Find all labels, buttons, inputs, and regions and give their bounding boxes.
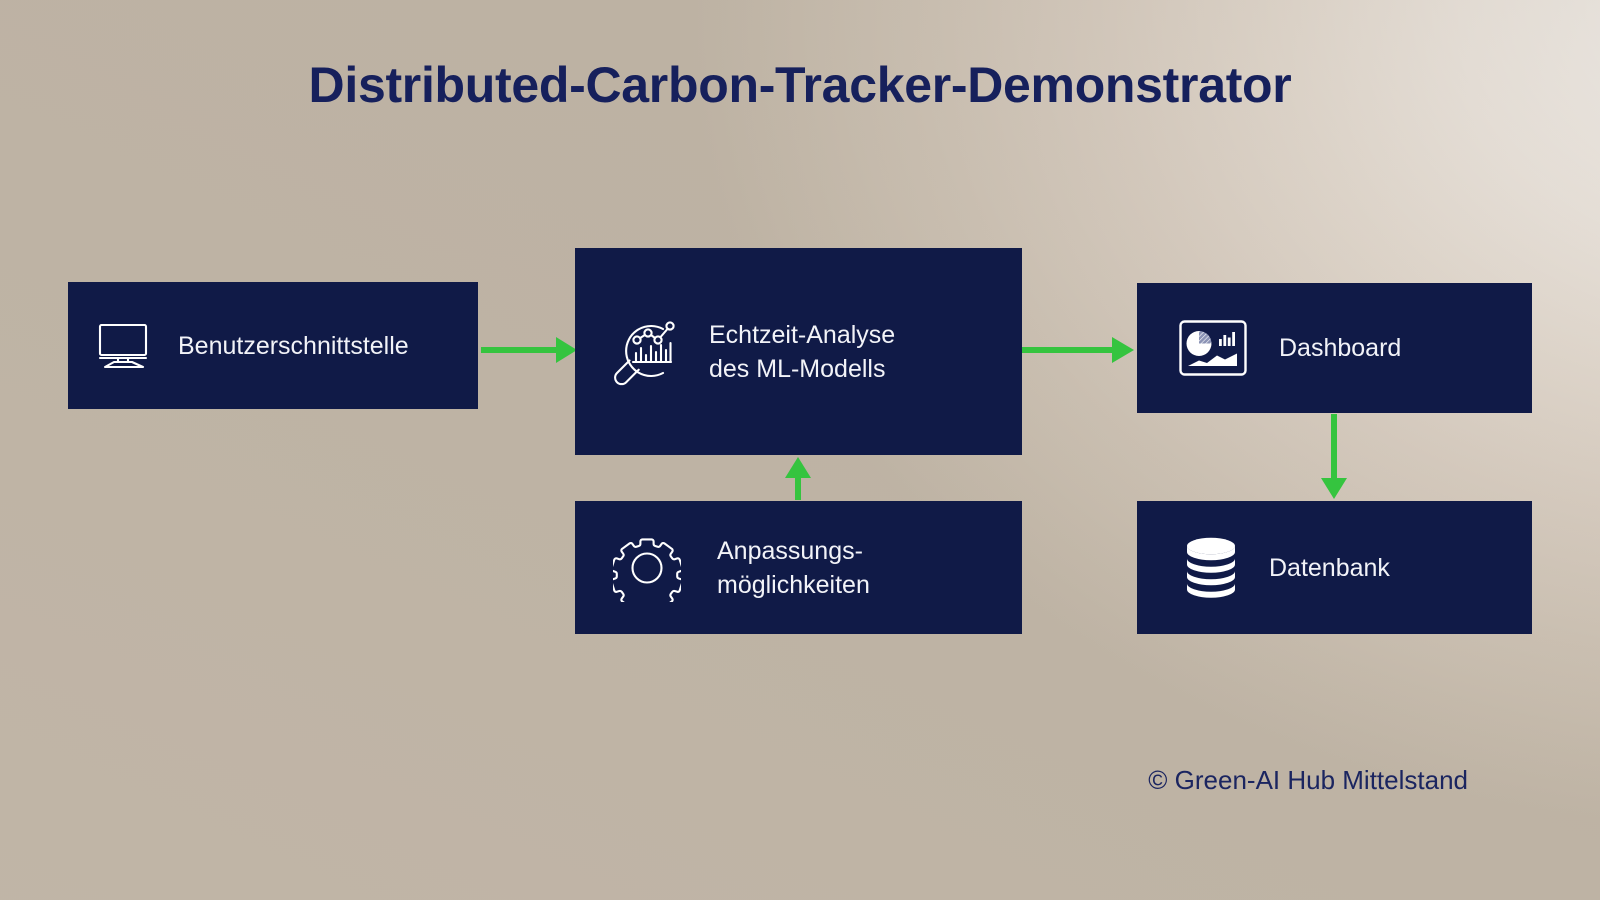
node-echtzeit-analyse[interactable]: Echtzeit-Analyse des ML-Modells bbox=[575, 248, 1022, 455]
gear-icon bbox=[613, 534, 681, 602]
node-benutzerschnittstelle[interactable]: Benutzerschnittstelle bbox=[68, 282, 478, 409]
copyright-footer: © Green-AI Hub Mittelstand bbox=[1148, 765, 1468, 795]
node-dashboard[interactable]: Dashboard bbox=[1137, 283, 1532, 413]
arrow-dashboard-to-database bbox=[1321, 414, 1347, 499]
node-label-benutzerschnittstelle: Benutzerschnittstelle bbox=[178, 331, 409, 360]
node-datenbank[interactable]: Datenbank bbox=[1137, 501, 1532, 634]
node-label-dashboard: Dashboard bbox=[1279, 334, 1402, 362]
arrow-ui-to-analysis bbox=[481, 337, 577, 363]
arrow-analysis-to-dashboard bbox=[1022, 337, 1134, 363]
magnifier-analytics-icon bbox=[607, 315, 683, 389]
node-label-datenbank: Datenbank bbox=[1269, 553, 1390, 582]
arrow-settings-to-analysis bbox=[785, 457, 811, 500]
monitor-icon bbox=[96, 321, 156, 371]
database-icon bbox=[1183, 536, 1239, 600]
page-title: Distributed-Carbon-Tracker-Demonstrator bbox=[308, 57, 1292, 113]
dashboard-charts-icon bbox=[1179, 320, 1247, 376]
node-label-echtzeit-analyse: Echtzeit-Analyse des ML-Modells bbox=[709, 320, 896, 383]
node-anpassungsmoeglichkeiten[interactable]: Anpassungs- möglichkeiten bbox=[575, 501, 1022, 634]
node-label-anpassungsmoeglichkeiten: Anpassungs- möglichkeiten bbox=[717, 536, 870, 599]
